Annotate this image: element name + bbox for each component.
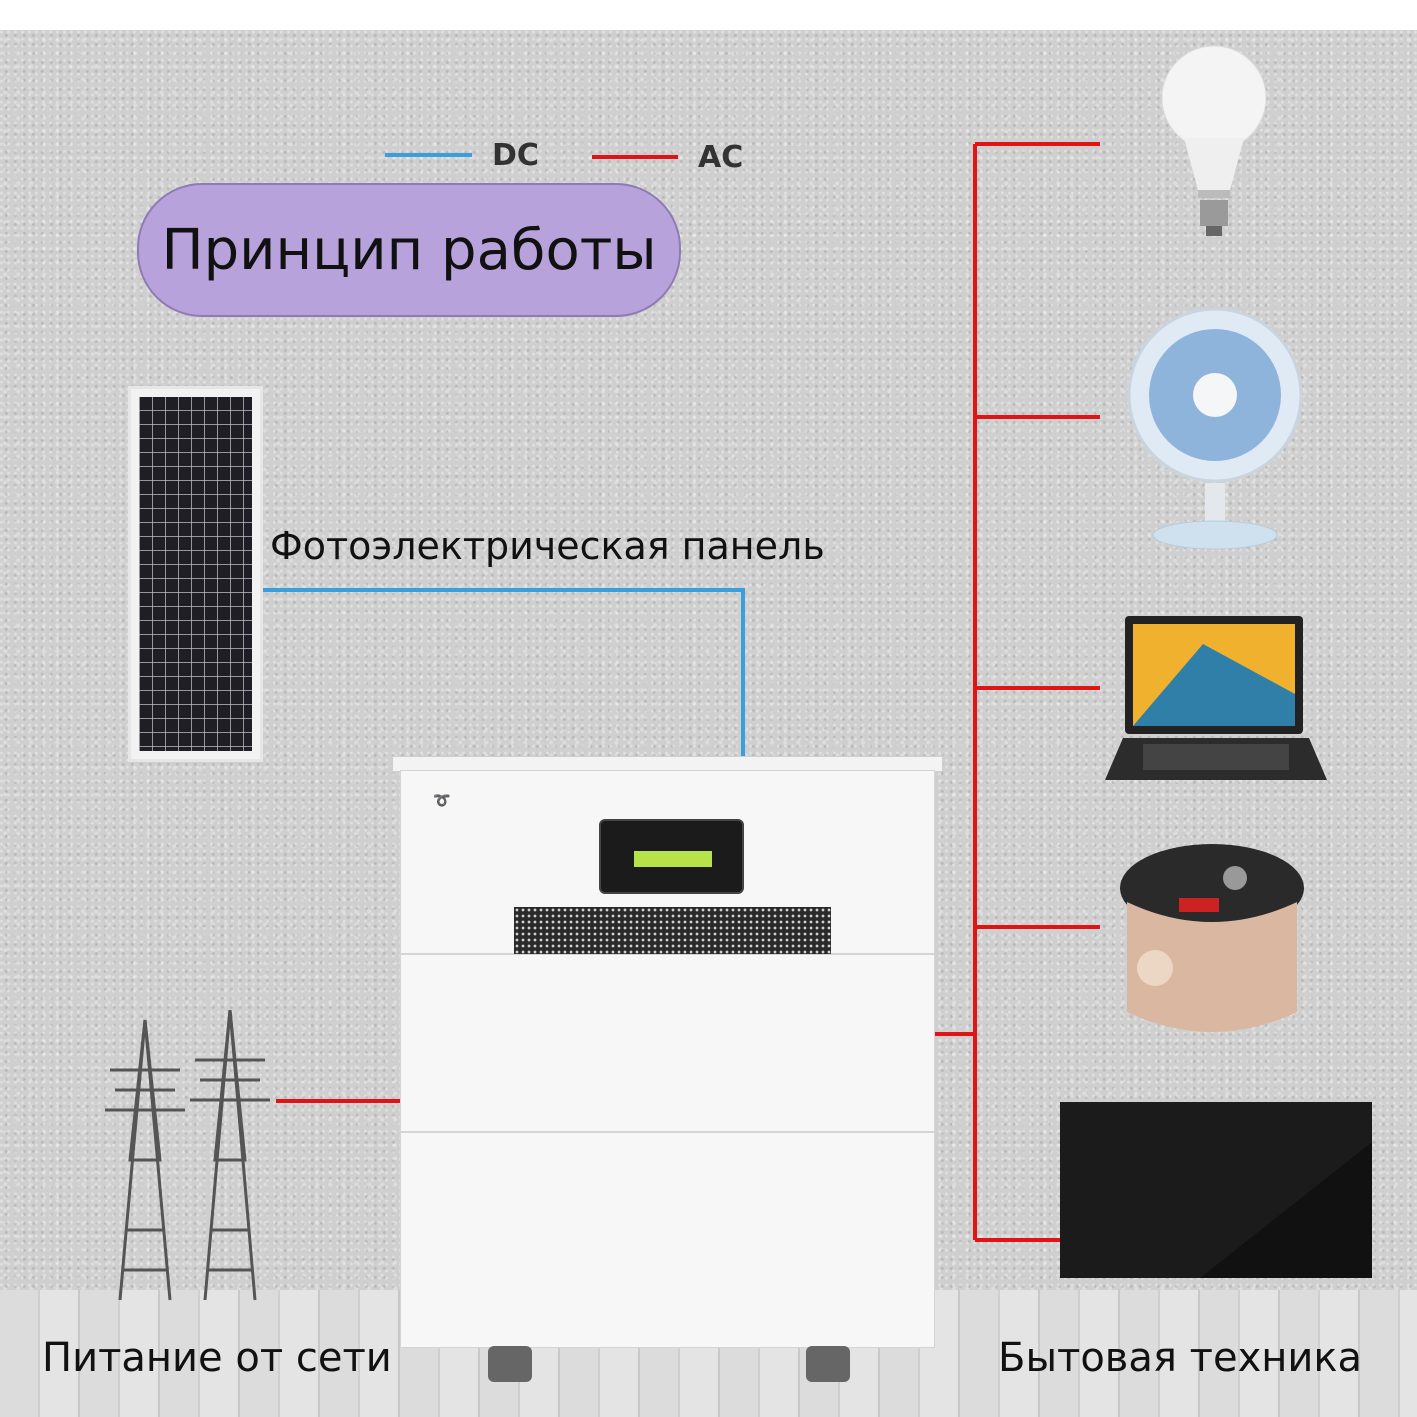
appliances-label: Бытовая техника — [998, 1335, 1363, 1381]
grid-label: Питание от сети — [42, 1335, 392, 1381]
laptop-icon — [1105, 616, 1327, 780]
energy-storage-unit: ➰ — [392, 756, 943, 1382]
desk-fan-icon — [1127, 307, 1303, 550]
power-tower-icon — [105, 1010, 270, 1301]
page-title: Принцип работы — [161, 217, 657, 283]
dc-legend-label: DC — [492, 138, 539, 173]
tv-icon — [1060, 1102, 1372, 1278]
title-badge: Принцип работы — [137, 183, 681, 317]
lcd-screen — [634, 851, 712, 867]
battery-module-1 — [400, 954, 935, 1132]
dc-wire-solar — [263, 588, 745, 758]
caster-wheel-icon — [806, 1346, 850, 1382]
top-margin — [0, 0, 1417, 30]
rice-cooker-icon — [1120, 844, 1304, 1032]
ac-legend-label: AC — [698, 140, 744, 175]
battery-module-2 — [400, 1132, 935, 1348]
vent-grille — [514, 907, 831, 957]
solar-panel-icon — [128, 386, 263, 762]
control-display — [599, 819, 744, 894]
caster-wheel-icon — [488, 1346, 532, 1382]
brand-logo-icon: ➰ — [433, 793, 451, 809]
unit-control-section: ➰ — [400, 770, 935, 957]
light-bulb-icon — [1161, 45, 1267, 236]
pv-panel-label: Фотоэлектрическая панель — [270, 524, 825, 568]
